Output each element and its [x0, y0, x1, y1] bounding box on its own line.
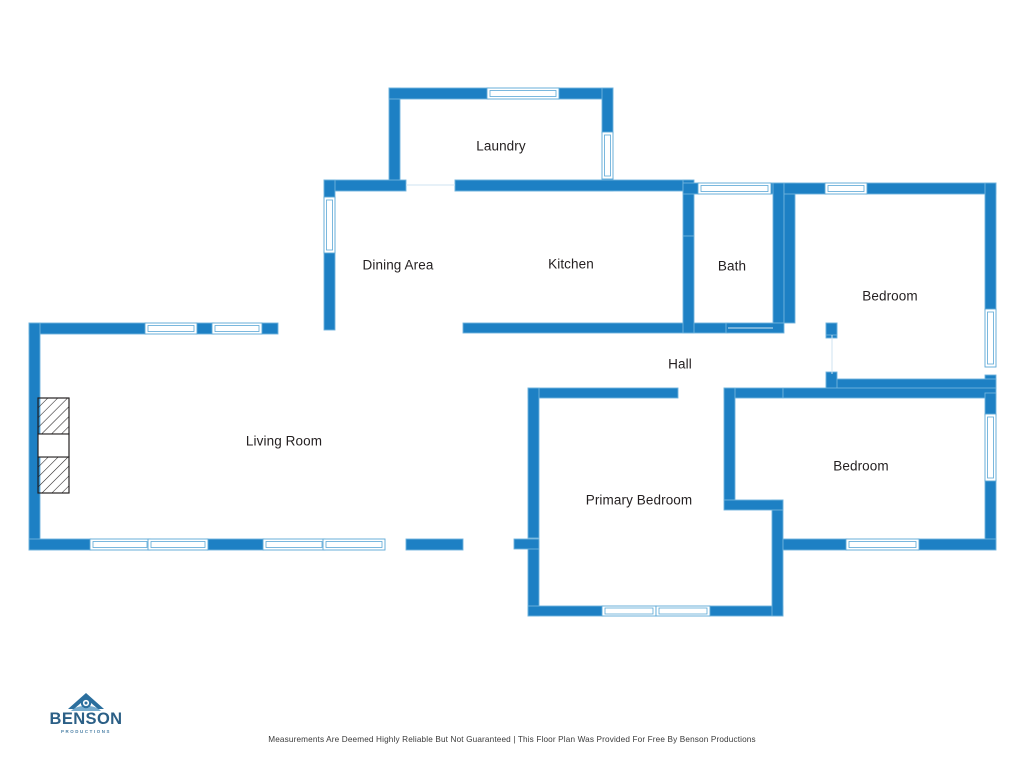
wall-living-bottom-a: [28, 538, 92, 551]
room-label-hall: Hall: [668, 356, 692, 372]
benson-productions-logo: BENSON PRODUCTIONS: [36, 688, 136, 743]
window-bath-top: [697, 182, 772, 195]
window-living-bottom-left: [89, 538, 209, 551]
wall-bedroom-low-top-b: [782, 387, 997, 399]
window-living-top-right: [211, 322, 263, 335]
logo-wordmark: BENSON: [49, 710, 123, 728]
wall-living-bottom-c: [405, 538, 464, 551]
wall-living-top-b: [195, 322, 215, 335]
wall-bedroom-up-right-a: [984, 182, 997, 311]
window-dining-left: [323, 196, 336, 254]
wall-laundry-right-a: [601, 87, 614, 134]
wall-dining-left-a: [323, 179, 336, 199]
wall-bedroom-low-bottom-a: [782, 538, 848, 551]
wall-primary-doorstub: [513, 538, 540, 550]
room-label-bedroom-upper: Bedroom: [862, 288, 918, 304]
room-label-dining-area: Dining Area: [362, 257, 434, 273]
wall-bedroom-up-bottom: [825, 378, 997, 390]
room-label-bedroom-lower: Bedroom: [833, 458, 889, 474]
wall-bedroom-low-bottom-b: [917, 538, 997, 551]
wall-dining-top: [323, 179, 407, 192]
wall-bath-top-a: [682, 182, 700, 195]
room-label-primary-bedroom: Primary Bedroom: [585, 492, 693, 508]
wall-group: [28, 87, 997, 617]
room-label-living-room: Living Room: [245, 433, 323, 449]
wall-living-bottom-b: [206, 538, 265, 551]
wall-bedroom-low-left: [723, 387, 736, 501]
wall-primary-right: [771, 499, 784, 617]
wall-living-top-a: [28, 322, 147, 335]
wall-bedroom-up-bot-stub2: [825, 371, 838, 390]
window-bedroom-lower-bottom: [845, 538, 920, 551]
window-bedroom-upper-top: [824, 182, 868, 195]
wall-bedroom-up-left: [783, 182, 796, 324]
wall-laundry-top-a: [388, 87, 490, 100]
wall-kitchen-top: [454, 179, 691, 192]
room-label-bath: Bath: [717, 258, 747, 274]
wall-bedroom-low-notch: [723, 499, 784, 511]
wall-bedroom-up-top-a: [783, 182, 827, 195]
window-bedroom-lower-right: [984, 413, 997, 482]
wall-primary-left-a: [527, 387, 540, 539]
wall-kitchen-right-b: [682, 235, 695, 334]
disclaimer-text: Measurements Are Deemed Highly Reliable …: [268, 735, 756, 744]
room-label-laundry: Laundry: [476, 138, 526, 154]
wall-bedroom-low-right-a: [984, 392, 997, 416]
window-primary-bottom: [601, 605, 711, 617]
logo-tagline: PRODUCTIONS: [60, 729, 112, 734]
wall-bath-right: [772, 182, 785, 324]
wall-primary-bottom-a: [527, 605, 604, 617]
wall-dining-left-b: [323, 251, 336, 331]
wall-primary-top: [527, 387, 679, 399]
wall-bedroom-up-top-b: [865, 182, 997, 195]
wall-primary-left-b: [527, 540, 540, 617]
fireplace-icon: [37, 397, 70, 494]
opening-group: [406, 184, 833, 374]
window-laundry-right: [601, 131, 614, 180]
window-living-bottom-right: [262, 538, 386, 551]
window-living-top-left: [144, 322, 198, 335]
room-label-kitchen: Kitchen: [548, 256, 594, 272]
window-laundry-top: [486, 87, 560, 100]
house-roof-camera-icon: [68, 693, 104, 711]
wall-hall-top-right: [825, 322, 838, 336]
wall-laundry-left: [388, 87, 401, 189]
window-bedroom-upper-right: [984, 308, 997, 368]
wall-living-top-c: [260, 322, 279, 335]
window-group: [89, 87, 997, 617]
